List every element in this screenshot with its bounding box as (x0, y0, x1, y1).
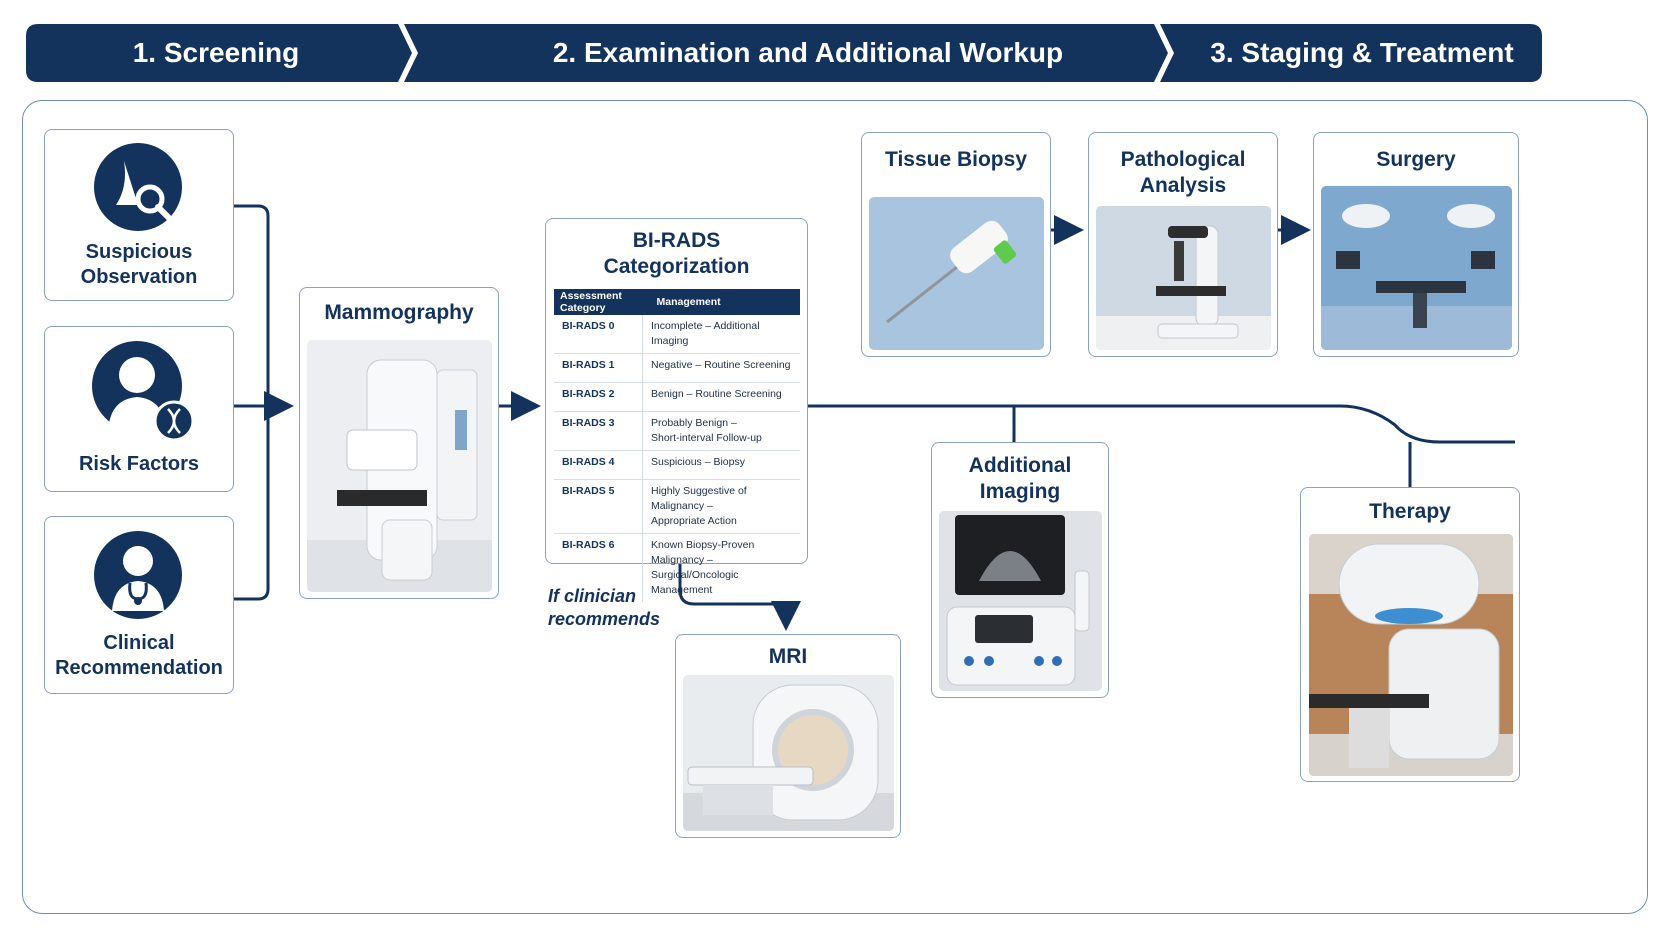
card-clinical-recommendation: Clinical Recommendation (44, 516, 234, 694)
birads-category: BI-RADS 3 (554, 411, 643, 451)
operating-room-image (1321, 186, 1512, 350)
birads-category: BI-RADS 2 (554, 382, 643, 412)
phase-banner (26, 24, 1542, 82)
microscope-image (1096, 206, 1271, 350)
phase-staging: 3. Staging & Treatment (1210, 37, 1514, 68)
card-mammography: Mammography (299, 287, 499, 599)
title-birads: BI-RADS Categorization (603, 229, 750, 278)
biopsy-needle-image (869, 197, 1044, 350)
ultrasound-machine-image (939, 511, 1102, 691)
title-surgery: Surgery (1376, 148, 1456, 171)
birads-category: BI-RADS 4 (554, 450, 643, 480)
title-mammography: Mammography (324, 301, 474, 324)
radiotherapy-machine-image (1309, 534, 1513, 776)
clinician-note: If clinician recommends (548, 586, 661, 629)
card-pathological-analysis: Pathological Analysis (1088, 132, 1278, 357)
birads-header-category: Assessment Category (554, 289, 643, 315)
birads-category: BI-RADS 0 (554, 315, 643, 354)
card-mri: MRI (675, 634, 901, 838)
label-clinical-recommendation: Clinical Recommendation (55, 632, 223, 679)
phase-workup: 2. Examination and Additional Workup (552, 37, 1064, 68)
title-additional-imaging: Additional Imaging (968, 454, 1072, 503)
birads-management: Benign – Routine Screening (642, 382, 800, 412)
title-tissue-biopsy: Tissue Biopsy (885, 148, 1027, 171)
doctor-stethoscope-icon (94, 531, 182, 619)
birads-management: Negative – Routine Screening (642, 353, 800, 383)
card-additional-imaging: Additional Imaging (931, 442, 1109, 698)
mammography-machine-image (307, 340, 492, 592)
mri-scanner-image (683, 675, 894, 831)
birads-header-management: Management (642, 289, 800, 315)
birads-management: Suspicious – Biopsy (642, 450, 800, 480)
person-dna-icon (92, 341, 195, 442)
label-risk-factors: Risk Factors (78, 453, 200, 475)
birads-management: Incomplete – Additional Imaging (642, 315, 800, 354)
birads-management: Highly Suggestive of Malignancy – Approp… (642, 479, 800, 534)
title-mri: MRI (768, 645, 808, 668)
birads-category: BI-RADS 6 (554, 533, 643, 602)
card-tissue-biopsy: Tissue Biopsy (861, 132, 1051, 357)
title-therapy: Therapy (1369, 500, 1451, 523)
card-therapy: Therapy (1300, 487, 1520, 782)
card-risk-factors: Risk Factors (44, 326, 234, 492)
birads-management: Probably Benign – Short-interval Follow-… (642, 411, 800, 451)
card-suspicious-observation: Suspicious Observation (44, 129, 234, 301)
card-surgery: Surgery (1313, 132, 1519, 357)
phase-screening: 1. Screening (132, 37, 300, 68)
title-pathological-analysis: Pathological Analysis (1120, 148, 1246, 197)
flow-frame (22, 100, 1648, 914)
breast-magnifier-icon (94, 143, 182, 231)
card-birads: BI-RADS Categorization Assessment Catego… (545, 218, 808, 602)
birads-management: Known Biopsy-Proven Malignancy – Surgica… (651, 539, 755, 596)
label-suspicious-observation: Suspicious Observation (80, 241, 198, 288)
birads-category: BI-RADS 1 (554, 353, 643, 383)
birads-table: Assessment Category Management BI-RADS 0… (554, 289, 800, 602)
birads-category: BI-RADS 5 (554, 479, 643, 534)
